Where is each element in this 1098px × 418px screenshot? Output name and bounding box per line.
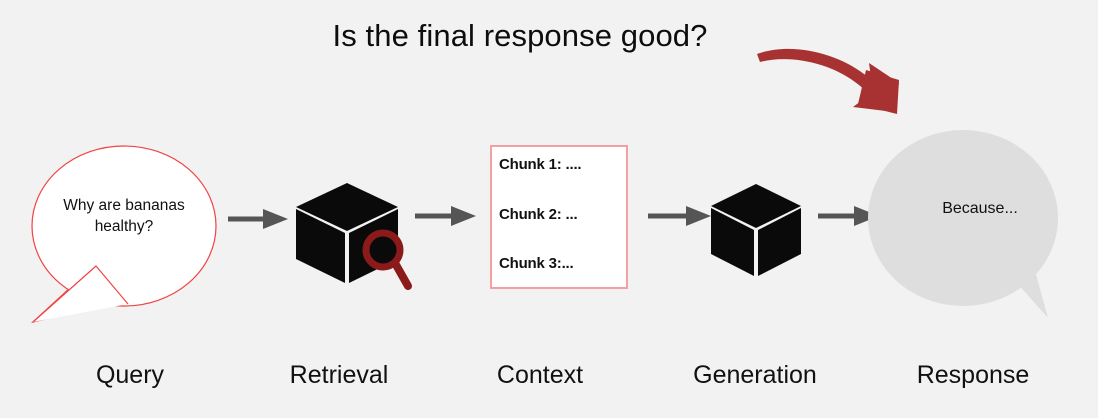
curved-arrow-icon	[757, 48, 899, 114]
response-bubble	[868, 130, 1058, 318]
query-bubble-text: Why are bananas healthy?	[63, 197, 185, 235]
connector-arrow-1	[228, 209, 288, 229]
stage-label-response: Response	[916, 361, 1030, 389]
generation-cube-icon	[711, 184, 801, 276]
query-bubble	[30, 145, 217, 324]
page-title: Is the final response good?	[332, 18, 708, 53]
context-chunk-item: Chunk 3:...	[499, 255, 574, 272]
response-bubble-text: Because...	[942, 200, 1018, 217]
context-chunk-item: Chunk 2: ...	[499, 205, 578, 223]
connector-arrow-3	[648, 206, 711, 226]
stage-label-retrieval: Retrieval	[289, 361, 389, 389]
magnifier-icon	[362, 229, 412, 290]
stage-label-context: Context	[496, 361, 584, 389]
connector-arrow-2	[415, 206, 476, 226]
connector-arrow-4	[818, 206, 879, 226]
context-box	[490, 145, 628, 289]
stage-label-query: Query	[95, 361, 165, 389]
context-chunk-item: Chunk 1: ....	[499, 156, 582, 173]
stage-label-generation: Generation	[693, 361, 817, 389]
context-chunk-list: Chunk 1: .... Chunk 2: ... Chunk 3:...	[499, 146, 624, 288]
